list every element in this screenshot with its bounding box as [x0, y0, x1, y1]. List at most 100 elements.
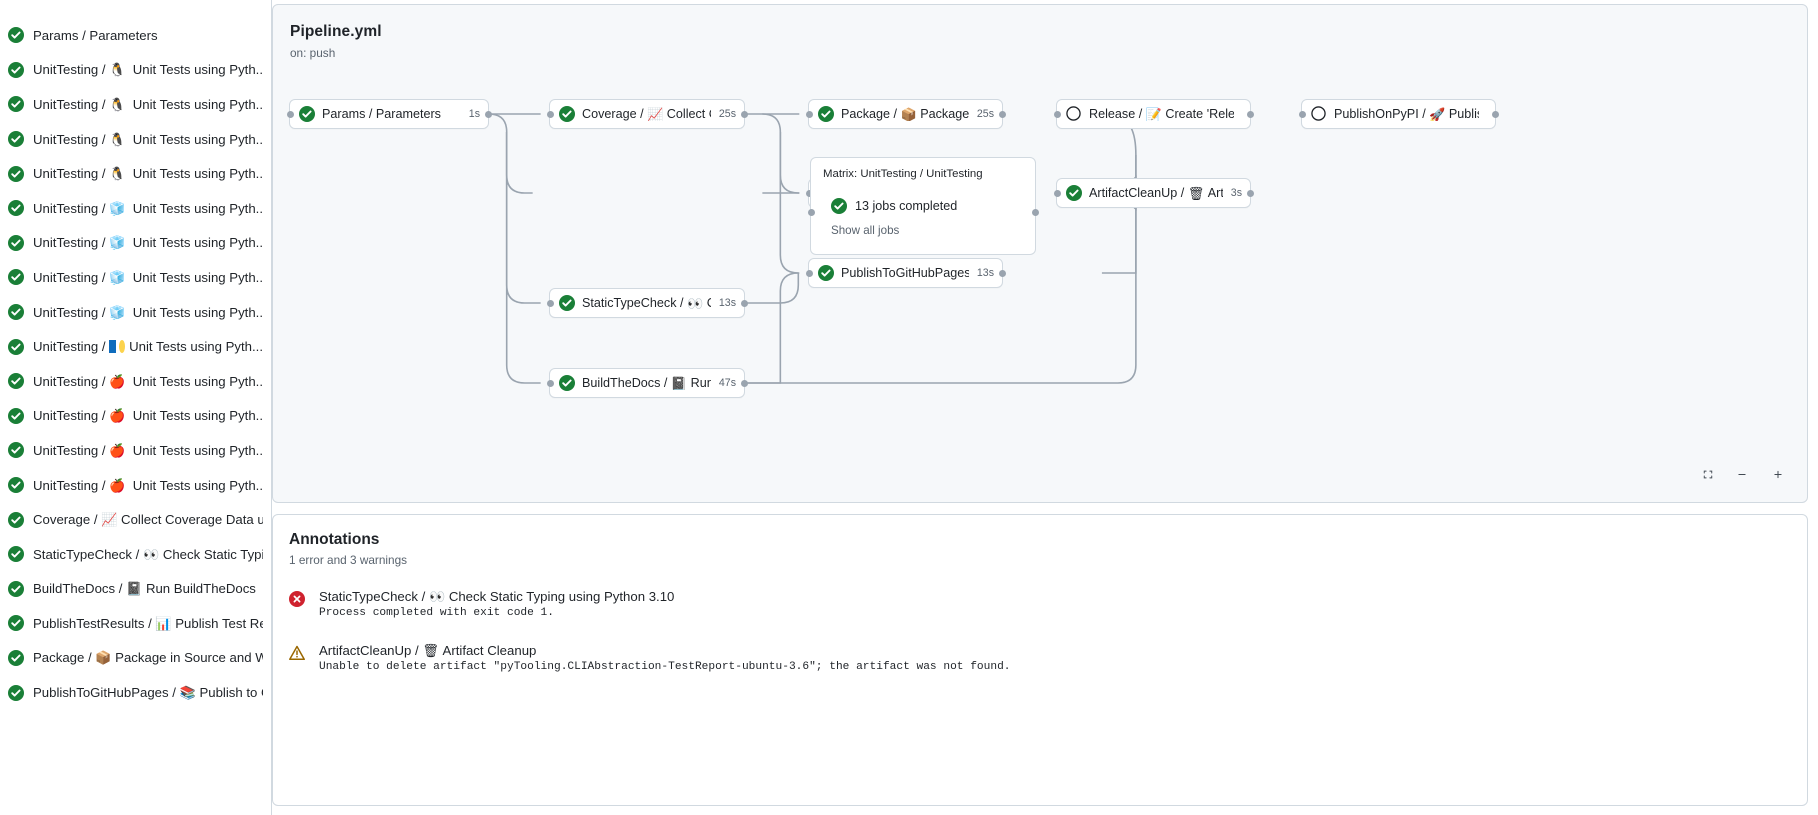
annotation-job-suffix: Check Static Typing using Python 3.10 — [448, 589, 675, 604]
windows-cube-icon: 🧊 — [109, 304, 126, 320]
annotations-summary: 1 error and 3 warnings — [289, 553, 408, 567]
show-all-jobs-link[interactable]: Show all jobs — [831, 224, 900, 237]
node-duration: 1s — [468, 108, 480, 120]
fit-screen-icon[interactable] — [1697, 463, 1719, 485]
sidebar-job-item[interactable]: Package / 📦 Package in Source and Wh... — [0, 641, 271, 676]
sidebar-job-item[interactable]: BuildTheDocs / 📓 Run BuildTheDocs — [0, 572, 271, 607]
matrix-jobs-label: 13 jobs completed — [855, 199, 958, 213]
success-icon — [8, 269, 24, 286]
sidebar-job-item[interactable]: Params / Parameters — [0, 18, 271, 53]
graph-node-coverage[interactable]: Coverage / 📈 Collect Cove...25s — [546, 99, 748, 129]
graph-node-label: StaticTypeCheck / 👀 Chec... — [582, 296, 711, 310]
sidebar-job-item[interactable]: UnitTesting / 🍎 Unit Tests using Pyth... — [0, 364, 271, 399]
wastebasket-icon: 🗑 — [422, 643, 439, 658]
blue-square-icon — [109, 340, 116, 354]
sidebar-job-label: UnitTesting / 🐧 Unit Tests using Pyth... — [33, 62, 263, 77]
matrix-jobs-completed: 13 jobs completed — [831, 198, 957, 214]
sidebar-job-suffix: Publish Test Resu... — [175, 615, 263, 631]
zoom-out-icon[interactable] — [1731, 463, 1753, 485]
success-icon — [8, 338, 24, 355]
sidebar-job-item[interactable]: PublishTestResults / 📊 Publish Test Resu… — [0, 606, 271, 641]
node-output-port — [998, 269, 1006, 277]
sidebar-job-label: UnitTesting / 🐧 Unit Tests using Pyth... — [33, 132, 263, 147]
sidebar-job-item[interactable]: UnitTesting / 🐧 Unit Tests using Pyth... — [0, 122, 271, 157]
sidebar-job-label: PublishTestResults / 📊 Publish Test Resu… — [33, 616, 263, 631]
sidebar-job-item[interactable]: UnitTesting / 🐧 Unit Tests using Pyth... — [0, 87, 271, 122]
package-icon: 📦 — [900, 107, 917, 121]
sidebar-job-item[interactable]: UnitTesting / 🍎 Unit Tests using Pyth... — [0, 399, 271, 434]
node-duration: 25s — [718, 108, 736, 120]
graph-edges — [488, 113, 1494, 384]
sidebar-job-name: Params / Parameters — [33, 27, 158, 43]
memo-icon: 📝 — [1145, 107, 1162, 121]
node-input-port — [546, 110, 554, 118]
sidebar-job-label: UnitTesting / 🧊 Unit Tests using Pyth... — [33, 235, 263, 250]
graph-node-builddocs[interactable]: BuildTheDocs / 📓 Run Buil...47s — [546, 368, 748, 398]
success-icon — [8, 373, 24, 390]
node-label-suffix: Package in So... — [920, 107, 969, 121]
page-title: Pipeline.yml — [290, 23, 382, 40]
sidebar-job-name: UnitTesting / — [33, 442, 110, 458]
sidebar-job-name: UnitTesting / — [33, 131, 110, 147]
success-icon — [818, 106, 834, 122]
sidebar-job-item[interactable]: UnitTesting / 🐧 Unit Tests using Pyth... — [0, 156, 271, 191]
warning-icon — [289, 645, 305, 661]
eyes-icon: 👀 — [142, 546, 160, 562]
sidebar-job-name: Package / — [33, 650, 96, 666]
annotation-job: StaticTypeCheck / 👀 Check Static Typing … — [319, 589, 674, 604]
graph-node-publishpages[interactable]: PublishToGitHubPages / 📚 ...13s — [805, 258, 1006, 288]
graph-node-package[interactable]: Package / 📦 Package in So...25s — [805, 99, 1006, 129]
graph-node-params[interactable]: Params / Parameters 1s — [286, 99, 492, 129]
sidebar-job-item[interactable]: UnitTesting / 🍎 Unit Tests using Pyth... — [0, 433, 271, 468]
zoom-in-icon[interactable] — [1767, 463, 1789, 485]
node-label-suffix: Artifac... — [1207, 186, 1223, 200]
sidebar-job-item[interactable]: UnitTesting / 🧊 Unit Tests using Pyth... — [0, 191, 271, 226]
sidebar-job-item[interactable]: UnitTesting / 🧊 Unit Tests using Pyth... — [0, 295, 271, 330]
graph-node-pypi[interactable]: PublishOnPyPI / 🚀 Publish to ... — [1298, 99, 1499, 129]
sidebar-job-suffix: Unit Tests using Pyth... — [129, 339, 263, 355]
sidebar-job-item[interactable]: UnitTesting / 🍎 Unit Tests using Pyth... — [0, 468, 271, 503]
graph-node-label: BuildTheDocs / 📓 Run Buil... — [582, 376, 711, 390]
annotation-job-prefix: ArtifactCleanUp / — [319, 643, 423, 658]
sidebar-job-label: Coverage / 📈 Collect Coverage Data usi..… — [33, 512, 263, 527]
package-icon: 📦 — [95, 650, 112, 666]
annotation-detail: Process completed with exit code 1. — [319, 607, 554, 619]
node-input-port — [546, 299, 554, 307]
sidebar-job-item[interactable]: StaticTypeCheck / 👀 Check Static Typing.… — [0, 537, 271, 572]
node-input-port — [1053, 189, 1061, 197]
sidebar-job-name: UnitTesting / — [33, 235, 110, 251]
apple-icon: 🍎 — [109, 408, 126, 424]
graph-node-statictype[interactable]: StaticTypeCheck / 👀 Chec... 13s — [546, 288, 748, 318]
windows-cube-icon: 🧊 — [109, 200, 126, 216]
sidebar-job-item[interactable]: UnitTesting / 🧊 Unit Tests using Pyth... — [0, 226, 271, 261]
notebook-icon: 📓 — [126, 581, 143, 597]
node-duration: 13s — [718, 297, 736, 309]
sidebar-job-suffix: Unit Tests using Pyth... — [132, 166, 263, 182]
success-icon — [8, 477, 24, 494]
node-label-suffix: Chec... — [707, 296, 711, 310]
graph-node-release[interactable]: Release / 📝 Create 'Release P... — [1053, 99, 1254, 129]
sidebar-job-suffix: Unit Tests using Pyth... — [132, 373, 263, 389]
sidebar-job-label: UnitTesting / 🐧 Unit Tests using Pyth... — [33, 166, 263, 181]
sidebar-job-label: StaticTypeCheck / 👀 Check Static Typing.… — [33, 547, 263, 562]
sidebar-job-item[interactable]: UnitTesting / 🐧 Unit Tests using Pyth... — [0, 53, 271, 88]
success-icon — [1066, 185, 1082, 201]
success-icon — [559, 106, 575, 122]
graph-node-label: PublishOnPyPI / 🚀 Publish to ... — [1334, 107, 1479, 121]
sidebar-job-item[interactable]: PublishToGitHubPages / 📚 Publish to G... — [0, 675, 271, 710]
sidebar-job-item[interactable]: UnitTesting / Unit Tests using Pyth... — [0, 329, 271, 364]
graph-node-artifact[interactable]: ArtifactCleanUp / 🗑 Artifac...3s — [1053, 178, 1254, 208]
matrix-output-port — [1031, 208, 1039, 216]
sidebar-job-label: BuildTheDocs / 📓 Run BuildTheDocs — [33, 581, 256, 596]
success-icon — [818, 265, 834, 281]
graph-node-label: Params / Parameters — [322, 107, 441, 121]
annotation-detail: Unable to delete artifact "pyTooling.CLI… — [319, 661, 1011, 673]
success-icon — [8, 580, 24, 597]
sidebar-job-item[interactable]: UnitTesting / 🧊 Unit Tests using Pyth... — [0, 260, 271, 295]
annotation-job: ArtifactCleanUp / 🗑 Artifact Cleanup — [319, 643, 1011, 658]
graph-node-label: ArtifactCleanUp / 🗑 Artifac... — [1089, 186, 1223, 200]
sidebar-job-item[interactable]: Coverage / 📈 Collect Coverage Data usi..… — [0, 502, 271, 537]
penguin-icon: 🐧 — [109, 96, 126, 112]
